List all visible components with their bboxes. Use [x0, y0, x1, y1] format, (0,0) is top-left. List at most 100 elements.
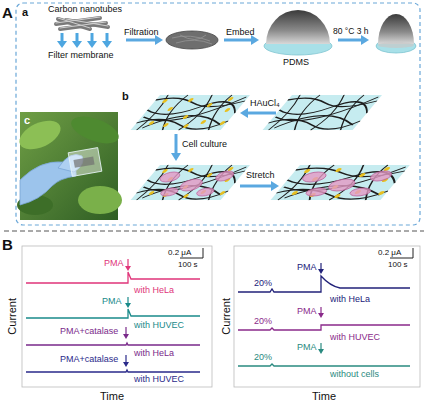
process-arrow [240, 108, 248, 118]
step-label: HAuCl₄ [250, 98, 280, 108]
step-label: Embed [226, 27, 255, 37]
material-label: Carbon nanotubes [48, 4, 122, 14]
device-photo [15, 115, 65, 155]
mesh-gold [131, 95, 250, 130]
current-trace [238, 276, 410, 366]
process-arrow [224, 39, 252, 42]
process-arrow [175, 134, 178, 154]
pdms-sample [264, 10, 332, 55]
process-arrow [171, 108, 279, 191]
stimulus-arrow [123, 334, 129, 339]
mesh-cells [140, 167, 246, 198]
current-trace [26, 272, 200, 372]
cnt-film [172, 35, 212, 44]
trace-label: with HeLa [330, 294, 370, 304]
scale-label: 100 s [178, 260, 198, 269]
scale-bar [180, 258, 203, 259]
process-arrow [126, 39, 156, 42]
axis-label: Current [220, 298, 233, 335]
subpanel-label: c [24, 114, 30, 127]
stimulus-arrow [318, 349, 324, 354]
nanotube-icon [56, 17, 108, 29]
mesh-stretched [271, 165, 410, 200]
step-label: Filtration [124, 27, 159, 37]
flow-arrows [76, 33, 79, 42]
mesh-gold [131, 95, 250, 130]
scale-label: 0.2 μA [168, 248, 191, 257]
flow-arrows [106, 33, 109, 42]
mesh-stretched [282, 167, 406, 198]
stimulus-arrow [125, 266, 131, 271]
axis-label: Time [312, 390, 336, 403]
nanotube-icon [56, 17, 108, 28]
device-photo [68, 111, 123, 149]
mesh-bare [263, 95, 382, 130]
mesh-bare [263, 95, 382, 130]
device-photo [68, 148, 102, 177]
material-label: Filter membrane [48, 50, 114, 60]
scale-label: 0.2 μA [378, 248, 401, 257]
treatment-label: PMA [104, 258, 124, 268]
current-trace [26, 343, 200, 345]
treatment-label: PMA [297, 262, 317, 272]
flow-arrows [57, 41, 67, 48]
mesh-cells [131, 165, 250, 200]
stimulus-arrow [320, 343, 321, 349]
process-arrow [247, 112, 276, 115]
device-photo [73, 156, 94, 167]
flow-arrows [87, 41, 97, 48]
stimulus-arrow [127, 259, 128, 266]
stimulus-arrow [320, 263, 321, 269]
process-arrow [338, 39, 362, 42]
flow-arrows [57, 33, 112, 48]
mesh-stretched [287, 171, 395, 196]
cnt-film [166, 31, 218, 49]
current-trace [26, 272, 200, 283]
treatment-label: PMA+catalase [60, 326, 118, 336]
mesh-stretched [271, 165, 410, 200]
treatment-label: PMA [102, 296, 122, 306]
scale-bar [390, 258, 413, 259]
treatment-label: PMA [297, 306, 317, 316]
trace-label: with HUVEC [330, 332, 380, 342]
step-label: Cell culture [182, 139, 227, 149]
current-trace [26, 370, 200, 372]
device-photo [78, 186, 122, 214]
subpanel-label: a [22, 6, 28, 19]
flow-arrows [91, 33, 94, 42]
cured-sample [378, 42, 414, 48]
stimulus-arrow [318, 263, 324, 354]
panel-label: A [2, 4, 13, 21]
trace-label: with HeLa [134, 285, 174, 295]
nanotube-icon [56, 17, 100, 23]
stimulus-arrow [125, 303, 131, 308]
chart-frame [22, 246, 212, 387]
scale-bar [203, 248, 204, 258]
pdms-sample [266, 10, 330, 44]
mesh-gold [140, 97, 246, 128]
treatment-label: PMA+catalase [60, 354, 118, 364]
axis-label: Current [6, 298, 19, 335]
process-arrow [240, 185, 272, 188]
scale-bar [413, 248, 414, 258]
stimulus-arrow [125, 355, 126, 362]
scale-label: 100 s [388, 260, 408, 269]
step-label: 80 °C 3 h [333, 27, 369, 37]
trace-label: with HUVEC [134, 320, 184, 330]
divider [4, 231, 424, 232]
stimulus-arrow [318, 313, 324, 318]
stimulus-arrow [125, 327, 126, 334]
treatment-label: 20% [254, 278, 272, 288]
stimulus-arrow [320, 307, 321, 313]
subpanel-label: b [122, 90, 129, 103]
treatment-label: 20% [254, 316, 272, 326]
mesh-cells [131, 165, 250, 200]
cured-sample [378, 14, 414, 44]
current-trace [238, 364, 410, 366]
chart-frame [234, 246, 420, 387]
axis-label: Time [100, 390, 124, 403]
stimulus-arrow [123, 362, 129, 367]
stimulus-arrow [127, 297, 128, 303]
flow-arrows [72, 41, 82, 48]
